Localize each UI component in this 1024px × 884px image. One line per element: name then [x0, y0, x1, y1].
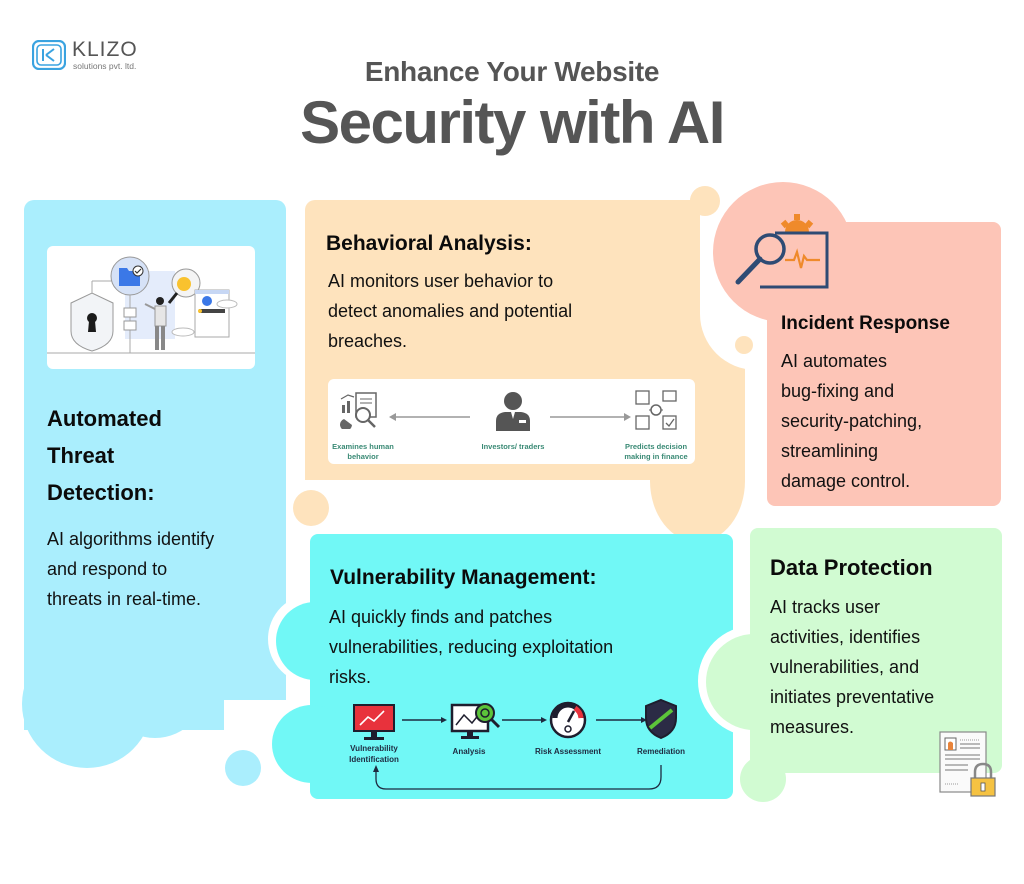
gauge-icon — [549, 701, 587, 739]
flow-return-arrow-icon — [373, 765, 662, 790]
klizo-logo-icon — [32, 40, 66, 70]
threat-illustration — [47, 246, 255, 369]
flow-step-label: Vulnerability — [350, 744, 398, 753]
data-protection-body-line: AI tracks user — [770, 597, 881, 617]
person-icon — [496, 392, 530, 431]
arrow-right-icon — [550, 413, 631, 421]
data-protection-body-line: measures. — [770, 717, 855, 737]
data-protection-body-line: vulnerabilities, and — [770, 657, 920, 677]
incident-title: Incident Response — [781, 313, 950, 334]
diagram-right-label: making in finance — [624, 452, 688, 461]
threat-body-line: AI algorithms identify — [47, 529, 215, 549]
magnifier-monitor-gear-icon — [735, 214, 829, 289]
threat-title-line: Detection: — [47, 480, 155, 505]
report-magnifier-icon — [340, 392, 377, 429]
data-protection-body-line: initiates preventative — [770, 687, 935, 707]
vulnerability-flow: Vulnerability Identification Analysis Ri… — [330, 695, 710, 800]
diagram-left-label: behavior — [347, 452, 379, 461]
threat-title-line: Threat — [47, 443, 115, 468]
behavioral-diagram: Examines human behavior Investors/ trade… — [328, 379, 695, 464]
flow-step-label: Analysis — [452, 747, 486, 756]
threat-body-line: and respond to — [47, 559, 168, 579]
data-protection-title: Data Protection — [770, 555, 933, 580]
flow-arrow-icon — [596, 717, 647, 723]
diagram-left-label: Examines human — [332, 442, 394, 451]
threat-body-line: threats in real-time. — [47, 589, 202, 609]
diagram-right-label: Predicts decision — [624, 442, 688, 451]
diagram-center-label: Investors/ traders — [481, 442, 545, 451]
data-protection-body-line: activities, identifies — [770, 627, 921, 647]
shield-keyhole-person-magnifier-illustration — [47, 256, 255, 354]
vulnerability-body-line: vulnerabilities, reducing exploitation — [329, 637, 614, 657]
behavioral-title: Behavioral Analysis: — [326, 232, 532, 255]
flow-step-label: Risk Assessment — [535, 747, 601, 756]
incident-body-line: bug-fixing and — [781, 381, 895, 401]
vulnerability-body-line: risks. — [329, 667, 371, 687]
flow-arrow-icon — [502, 717, 547, 723]
behavioral-body-line: detect anomalies and potential — [328, 301, 573, 321]
page-subtitle: Enhance Your Website — [364, 56, 660, 87]
brand-logo: KLIZO solutions pvt. ltd. — [32, 38, 172, 74]
page-title: Security with AI — [300, 89, 725, 156]
shield-icon — [645, 698, 677, 740]
monitor-magnifier-icon — [450, 703, 501, 739]
behavioral-body-line: breaches. — [328, 331, 408, 351]
brand-name: KLIZO — [72, 38, 138, 61]
threat-title-line: Automated — [47, 406, 162, 431]
brand-tagline: solutions pvt. ltd. — [73, 61, 137, 71]
monitor-chart-icon — [353, 704, 395, 740]
incident-body-line: damage control. — [781, 471, 911, 491]
vulnerability-title: Vulnerability Management: — [330, 566, 597, 589]
incident-body-line: AI automates — [781, 351, 888, 371]
arrow-left-icon — [389, 413, 470, 421]
incident-body-line: security-patching, — [781, 411, 923, 431]
flow-step-label: Identification — [349, 755, 399, 764]
behavioral-body-line: AI monitors user behavior to — [328, 271, 554, 291]
flow-arrow-icon — [402, 717, 447, 723]
vulnerability-body-line: AI quickly finds and patches — [329, 607, 553, 627]
decision-grid-icon — [635, 390, 677, 430]
flow-step-label: Remediation — [636, 747, 685, 756]
document-lock-icon — [939, 731, 996, 797]
incident-body-line: streamlining — [781, 441, 879, 461]
